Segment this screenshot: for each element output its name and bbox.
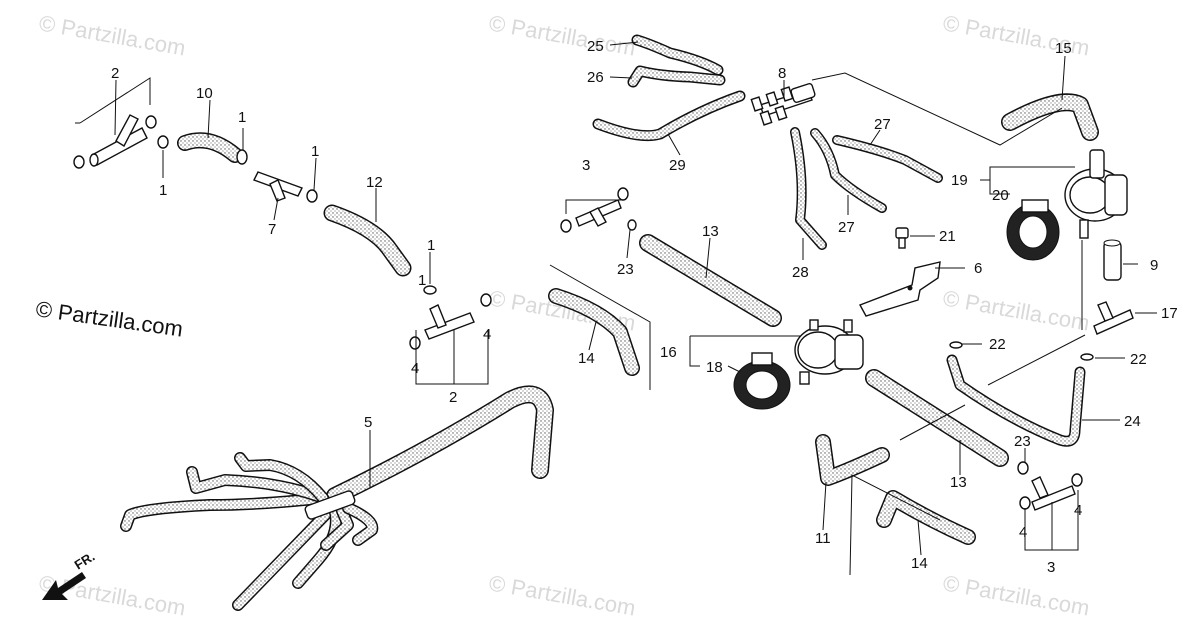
valve-19	[1064, 149, 1128, 239]
callout-3: 3	[1047, 559, 1055, 576]
callout-1: 1	[238, 109, 246, 126]
bracket-6	[859, 261, 941, 317]
callout-29: 29	[669, 157, 686, 174]
hose-26	[627, 65, 726, 88]
hose-10	[177, 132, 243, 163]
valve-16	[794, 319, 864, 385]
hose-9	[1103, 239, 1122, 281]
callout-4: 4	[411, 360, 419, 377]
callout-1: 1	[427, 237, 435, 254]
callout-7: 7	[268, 221, 276, 238]
callout-21: 21	[939, 228, 956, 245]
callout-23: 23	[1014, 433, 1031, 450]
hose-11	[815, 434, 890, 486]
callout-1: 1	[311, 143, 319, 160]
leader-lines	[114, 41, 1157, 556]
watermark: © Partzilla.com	[487, 570, 637, 620]
callout-13: 13	[702, 223, 719, 240]
callout-26: 26	[587, 69, 604, 86]
callout-20: 20	[992, 187, 1009, 204]
hose-14-lower	[876, 490, 976, 545]
hose-12	[323, 204, 412, 277]
callout-4: 4	[483, 326, 491, 343]
callout-28: 28	[792, 264, 809, 281]
hose-24	[946, 354, 1086, 447]
callout-4: 4	[1019, 524, 1027, 541]
hose-28	[790, 127, 827, 250]
assembly-lines	[75, 72, 1086, 576]
callout-4: 4	[1074, 502, 1082, 519]
hose-29	[592, 90, 746, 142]
arrow-icon	[42, 572, 86, 600]
hose-15	[1001, 93, 1099, 141]
hose-13-upper	[639, 234, 782, 327]
hose-27-lower	[810, 128, 887, 213]
callout-18: 18	[706, 359, 723, 376]
watermark: © Partzilla.com	[941, 570, 1091, 620]
hose-5-branches	[120, 452, 379, 611]
callout-22: 22	[989, 336, 1006, 353]
callout-9: 9	[1150, 257, 1158, 274]
brand-label: © Partzilla.com	[34, 296, 184, 341]
callout-15: 15	[1055, 40, 1072, 57]
fittings	[73, 83, 1134, 511]
t-joint-2-lower	[424, 304, 475, 340]
t-joint-2-upper	[89, 114, 148, 167]
front-arrow-label: FR.	[72, 549, 98, 573]
callout-10: 10	[196, 85, 213, 102]
hose-13-lower	[865, 369, 1009, 467]
callout-2: 2	[111, 65, 119, 82]
callout-22: 22	[1130, 351, 1147, 368]
callout-2: 2	[449, 389, 457, 406]
callout-27: 27	[838, 219, 855, 236]
callout-3: 3	[582, 157, 590, 174]
callout-8: 8	[778, 65, 786, 82]
callout-1: 1	[418, 272, 426, 289]
callout-24: 24	[1124, 413, 1141, 430]
callout-14: 14	[911, 555, 928, 572]
hose-5-main	[326, 385, 554, 505]
bracket-20	[1006, 199, 1060, 261]
t-joint-17	[1093, 301, 1134, 335]
t-joint-7	[253, 171, 303, 202]
callout-23: 23	[617, 261, 634, 278]
hose-25	[631, 34, 724, 76]
callout-14: 14	[578, 350, 595, 367]
callout-1: 1	[159, 182, 167, 199]
manifold-8	[750, 83, 816, 126]
callout-11: 11	[815, 530, 831, 547]
callouts: 1 1 1 1 1 2 2 3 3 4 4 4 4 5 6 7 8 9 10 1…	[111, 38, 1178, 576]
t-joint-3-upper	[575, 199, 622, 227]
callout-6: 6	[974, 260, 982, 277]
hoses	[120, 34, 1122, 611]
callout-25: 25	[587, 38, 604, 55]
watermark: © Partzilla.com	[487, 10, 637, 60]
callout-12: 12	[366, 174, 383, 191]
callout-17: 17	[1161, 305, 1178, 322]
bracket-18	[733, 352, 791, 410]
hose-14-upper	[548, 288, 640, 376]
callout-19: 19	[951, 172, 968, 189]
bolt-21	[895, 227, 909, 249]
callout-13: 13	[950, 474, 967, 491]
callout-5: 5	[364, 414, 372, 431]
watermark: © Partzilla.com	[37, 10, 187, 60]
hose-27-upper	[832, 135, 943, 183]
callout-16: 16	[660, 344, 677, 361]
callout-27: 27	[874, 116, 891, 133]
watermark: © Partzilla.com	[941, 285, 1091, 335]
t-joint-3-lower	[1031, 476, 1076, 511]
